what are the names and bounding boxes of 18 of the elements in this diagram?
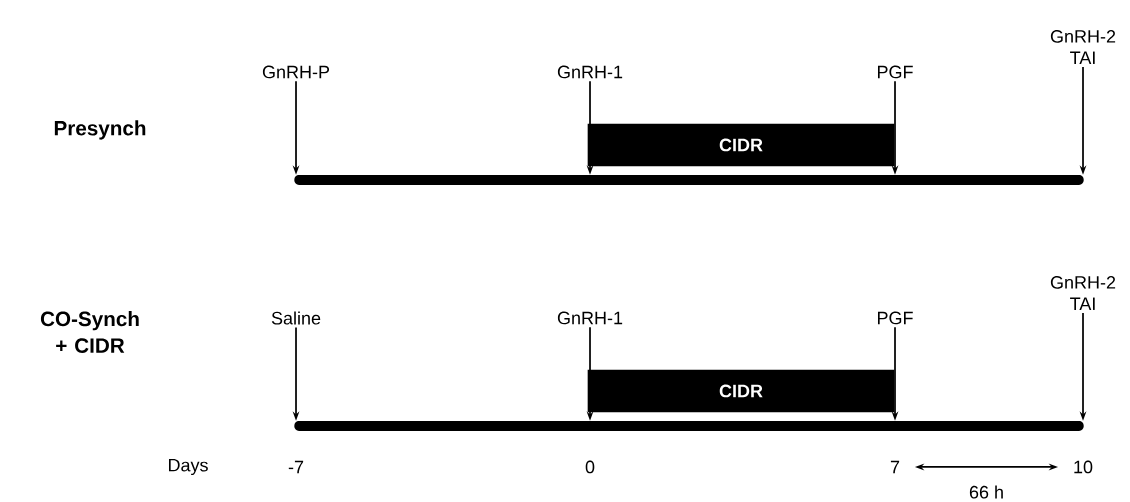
day-label: -7 — [288, 460, 304, 474]
row-label: Presynch — [54, 120, 146, 140]
day-label: 10 — [1074, 460, 1093, 474]
edge-label: 66 h — [967, 484, 1006, 500]
treatment-label: GnRH-1 — [557, 65, 623, 79]
day-label: 7 — [890, 460, 900, 474]
treatment-label: PGF — [878, 311, 913, 325]
treatment-label: GnRH-2 TAI — [1050, 30, 1116, 64]
cidr-bar: CIDR — [587, 123, 895, 167]
treatment-label: GnRH-2 TAI — [1050, 276, 1116, 310]
treatment-label: GnRH-P — [262, 65, 330, 79]
day-label: 0 — [585, 460, 595, 474]
cidr-bar: CIDR — [587, 369, 895, 413]
treatment-label: Saline — [271, 311, 321, 325]
treatment-label: GnRH-1 — [557, 311, 623, 325]
axis-label: Days — [169, 458, 208, 476]
row-label: CO-Synch + CIDR — [40, 311, 139, 353]
treatment-label: PGF — [878, 65, 913, 79]
